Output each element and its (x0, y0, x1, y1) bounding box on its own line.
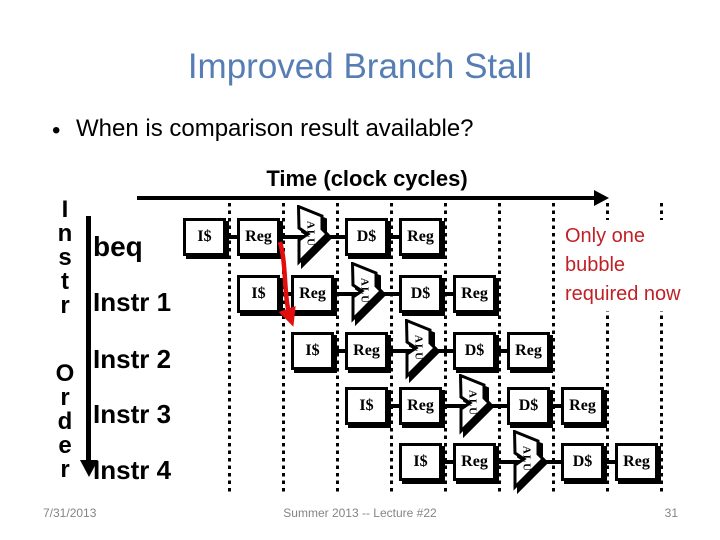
instr-axis-letter: n (57, 220, 73, 247)
pipeline-connector (544, 460, 565, 464)
pipeline-connector (388, 235, 403, 239)
instr-axis-letter: d (57, 408, 73, 435)
stage-box: Reg (399, 218, 442, 256)
stage-box: Reg (399, 387, 442, 425)
stage-box: Reg (237, 218, 280, 256)
pipeline-connector (328, 235, 349, 239)
instr-axis-letter: t (61, 268, 69, 295)
svg-text:ALU: ALU (412, 335, 424, 361)
stage-box: Reg (615, 443, 658, 481)
alu-shape-icon: ALU (297, 205, 333, 270)
pipeline-connector (442, 404, 469, 408)
annotation-line: Only one (565, 225, 646, 247)
instr-axis-letter: r (60, 292, 70, 319)
annotation-note: Only one bubble required now (561, 220, 720, 311)
cycle-separator-line (659, 203, 663, 493)
time-axis-label: Time (clock cycles) (266, 166, 468, 191)
pipeline-connector (496, 460, 523, 464)
svg-text:ALU: ALU (466, 390, 478, 416)
pipeline-connector (226, 235, 241, 239)
pipeline-connector (334, 292, 361, 296)
cycle-separator-line (227, 203, 231, 493)
stage-box: I$ (237, 275, 280, 313)
pipeline-connector (550, 404, 565, 408)
stage-box: D$ (561, 443, 604, 481)
stage-box: Reg (345, 332, 388, 370)
row-label: Instr 1 (93, 287, 172, 317)
stage-box: D$ (453, 332, 496, 370)
time-axis-arrow (137, 196, 596, 200)
svg-text:ALU: ALU (520, 446, 532, 472)
stage-box: I$ (345, 387, 388, 425)
stage-box: D$ (399, 275, 442, 313)
svg-text:ALU: ALU (358, 278, 370, 304)
stage-box: Reg (453, 275, 496, 313)
time-axis-arrowhead-icon (594, 190, 609, 206)
row-label: Instr 4 (93, 455, 172, 485)
cycle-separator-line (389, 203, 393, 493)
stage-box: I$ (183, 218, 226, 256)
pipeline-connector (382, 292, 403, 296)
footer-page-number: 31 (664, 506, 678, 520)
pipeline-connector (490, 404, 511, 408)
pipeline-connector (436, 349, 457, 353)
row-label: Instr 2 (93, 344, 172, 374)
cycle-separator-line (605, 203, 609, 493)
cycle-separator-line (281, 203, 285, 493)
bullet-text: When is comparison result available? (76, 115, 474, 142)
instr-axis-letter: r (60, 384, 70, 411)
footer-date: 7/31/2013 (43, 506, 97, 520)
page-title: Improved Branch Stall (187, 47, 533, 86)
instr-order-axis (86, 216, 91, 462)
stage-box: Reg (507, 332, 550, 370)
pipeline-connector (442, 460, 457, 464)
svg-text:ALU: ALU (304, 221, 316, 247)
stage-box: Reg (291, 275, 334, 313)
annotation-line: bubble (565, 254, 626, 276)
cycle-separator-line (551, 203, 555, 493)
stage-box: D$ (507, 387, 550, 425)
instr-order-arrowhead-icon (80, 460, 98, 477)
annotation-line: required now (565, 283, 681, 305)
alu-shape-icon: ALU (351, 262, 387, 327)
row-label: beq (93, 231, 143, 262)
cycle-separator-line (443, 203, 447, 493)
pipeline-connector (496, 349, 511, 353)
pipeline-connector (604, 460, 619, 464)
row-label: Instr 3 (93, 399, 172, 429)
stage-box: Reg (561, 387, 604, 425)
pipeline-connector (388, 404, 403, 408)
stage-box: I$ (291, 332, 334, 370)
pipeline-connector (388, 349, 415, 353)
alu-shape-icon: ALU (513, 430, 549, 495)
cycle-separator-line (497, 203, 501, 493)
pipeline-connector (280, 235, 307, 239)
pipeline-connector (334, 349, 349, 353)
stage-box: I$ (399, 443, 442, 481)
stage-box: D$ (345, 218, 388, 256)
bullet-icon: • (52, 117, 61, 144)
instr-axis-letter: e (58, 432, 72, 459)
instr-axis-letter: s (58, 244, 72, 271)
instr-axis-letter: I (61, 196, 69, 223)
alu-shape-icon: ALU (459, 374, 495, 439)
stage-box: Reg (453, 443, 496, 481)
instr-axis-letter: O (55, 360, 75, 387)
pipeline-connector (442, 292, 457, 296)
cycle-separator-line (335, 203, 339, 493)
footer-course-label: Summer 2013 -- Lecture #22 (283, 506, 437, 520)
alu-shape-icon: ALU (405, 319, 441, 384)
instr-axis-letter: r (60, 456, 70, 483)
